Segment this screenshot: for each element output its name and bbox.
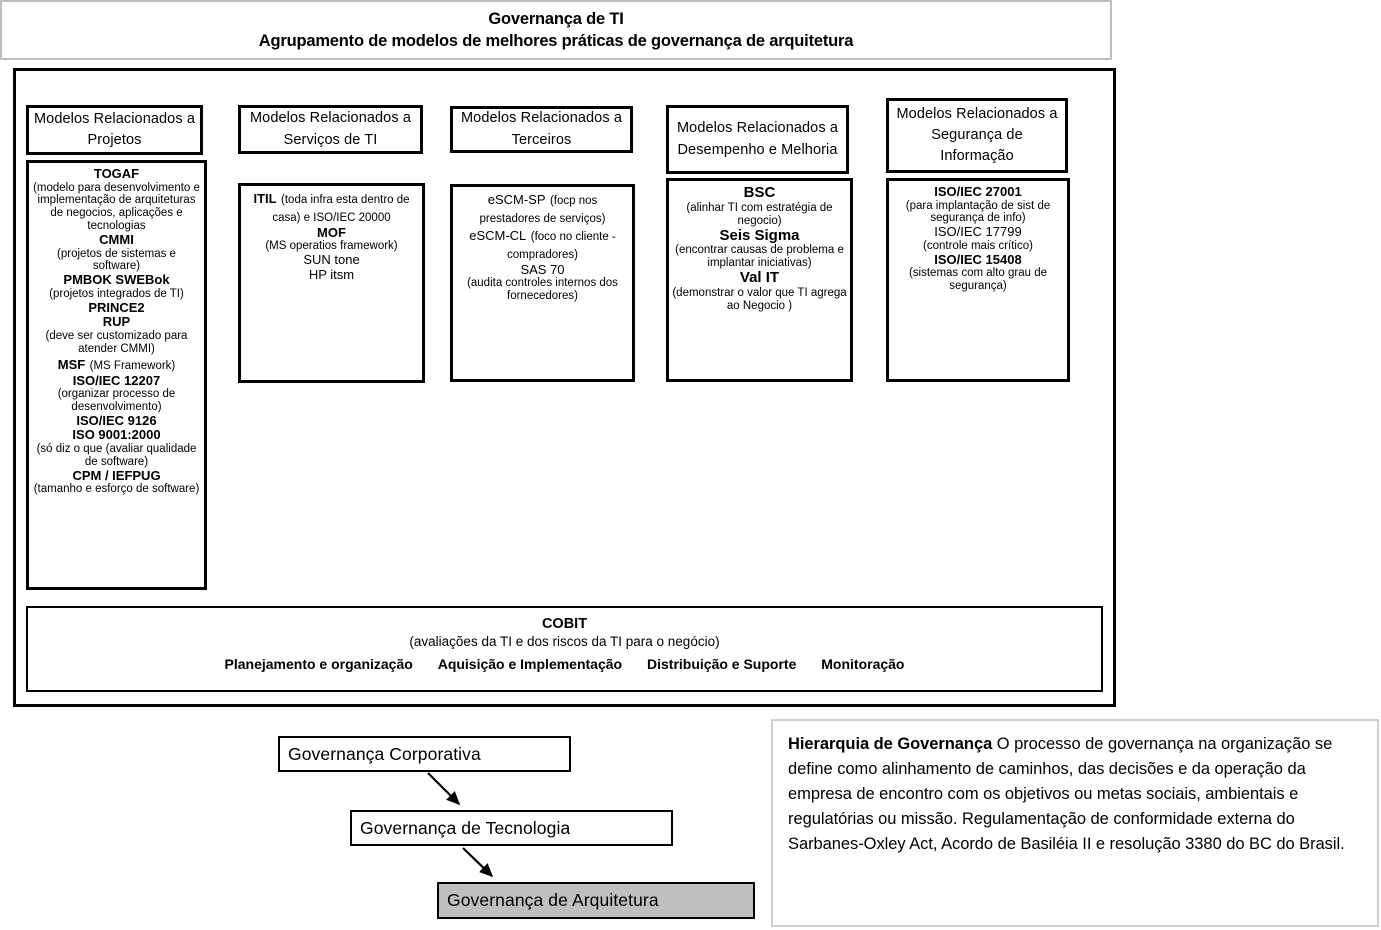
- model-desc: (modelo para desenvolvimento e implement…: [33, 181, 200, 233]
- cobit-title: COBIT: [541, 616, 588, 632]
- note-heading: Hierarquia de Governança: [788, 735, 993, 753]
- model-line-msf: MSF (MS Framework): [32, 356, 201, 374]
- model-desc: (toda infra esta dentro de casa) e ISO/I…: [272, 194, 410, 224]
- column-header-servicos-ti: Modelos Relacionados a Serviços de TI: [238, 105, 423, 154]
- model-name: ISO/IEC 27001: [934, 184, 1022, 199]
- model-name: Val IT: [739, 269, 780, 287]
- cobit-box: COBIT (avaliações da TI e dos riscos da …: [26, 606, 1103, 692]
- hierarchy-box-arquitetura: Governança de Arquitetura: [437, 882, 755, 919]
- column-body-seguranca: ISO/IEC 27001 (para implantação de sist …: [886, 178, 1070, 382]
- model-name: MSF: [57, 356, 86, 372]
- model-desc: (MS Framework): [89, 359, 176, 372]
- model-desc: (focp nos prestadores de serviços): [479, 195, 606, 225]
- model-desc: (encontrar causas de problema e implanta…: [675, 244, 844, 270]
- model-desc: (demonstrar o valor que TI agrega ao Neg…: [672, 286, 847, 312]
- model-name: TOGAF: [93, 166, 140, 181]
- model-desc: (tamanho e esforço de software): [33, 483, 200, 496]
- column-body-terceiros: eSCM-SP (focp nos prestadores de serviço…: [450, 184, 635, 382]
- cobit-domain: Aquisição e Implementação: [437, 656, 623, 672]
- cobit-domain: Monitoração: [821, 656, 905, 672]
- model-desc: (projetos de sistemas e software): [57, 247, 176, 273]
- note-body: O processo de governança na organização …: [788, 735, 1345, 854]
- column-header-seguranca: Modelos Relacionados a Segurança de Info…: [886, 98, 1068, 173]
- model-name: MOF: [317, 224, 346, 240]
- model-name: CMMI: [99, 232, 134, 248]
- model-name: ISO/IEC 15408: [934, 251, 1022, 267]
- column-body-servicos-ti: ITIL (toda infra esta dentro de casa) e …: [238, 183, 425, 383]
- model-line-escm-sp: eSCM-SP (focp nos prestadores de serviço…: [456, 191, 629, 227]
- model-name: RUP: [102, 314, 131, 330]
- column-header-projetos: Modelos Relacionados a Projetos: [26, 105, 203, 155]
- model-name: ISO/IEC 12207: [72, 372, 161, 388]
- page-title: Governança de TI: [488, 9, 624, 28]
- governance-hierarchy-note: Hierarquia de Governança O processo de g…: [771, 719, 1379, 927]
- column-body-desempenho: BSC (alinhar TI com estratégia de negoci…: [666, 178, 853, 382]
- model-desc: (controle mais crítico): [923, 239, 1033, 252]
- arrow-down-right-icon: [462, 847, 494, 878]
- model-name: PMBOK SWEBok: [63, 272, 170, 288]
- cobit-subtitle: (avaliações da TI e dos riscos da TI par…: [409, 634, 720, 649]
- model-desc: (só diz o que (avaliar qualidade de soft…: [36, 442, 197, 468]
- model-name: PRINCE2: [88, 299, 145, 315]
- model-name: BSC: [743, 184, 776, 201]
- page-title-banner: Governança de TI Agrupamento de modelos …: [0, 0, 1112, 60]
- model-name: CPM / IEFPUG: [72, 467, 161, 483]
- hierarchy-box-tecnologia: Governança de Tecnologia: [350, 810, 673, 846]
- column-header-desempenho: Modelos Relacionados a Desempenho e Melh…: [666, 105, 849, 174]
- cobit-domain: Distribuição e Suporte: [647, 656, 797, 672]
- column-body-projetos: TOGAF (modelo para desenvolvimento e imp…: [26, 160, 207, 590]
- model-line-escm-cl: eSCM-CL (foco no cliente - compradores): [456, 227, 629, 263]
- model-desc: (deve ser customizado para atender CMMI): [45, 329, 188, 355]
- model-name: eSCM-CL: [469, 227, 527, 243]
- model-desc: (audita controles internos dos fornecedo…: [467, 277, 618, 303]
- model-line-itil: ITIL (toda infra esta dentro de casa) e …: [244, 190, 419, 226]
- model-name: Seis Sigma: [719, 226, 800, 244]
- column-header-terceiros: Modelos Relacionados a Terceiros: [450, 106, 633, 153]
- page-subtitle: Agrupamento de modelos de melhores práti…: [258, 31, 854, 50]
- model-name: eSCM-SP: [487, 192, 546, 207]
- model-name: ISO 9001:2000: [72, 427, 161, 443]
- model-name: SUN tone: [303, 252, 360, 268]
- model-name: SAS 70: [520, 261, 565, 277]
- arrow-down-right-icon: [427, 772, 461, 806]
- model-name: ISO/IEC 9126: [76, 412, 157, 428]
- model-desc: (MS operatios framework): [265, 240, 398, 253]
- model-desc: (organizar processo de desenvolvimento): [57, 388, 176, 413]
- model-desc: (alinhar TI com estratégia de negocio): [686, 201, 833, 227]
- model-name: HP itsm: [308, 266, 355, 282]
- model-name: ITIL: [253, 191, 277, 206]
- model-desc: (para implantação de sist de segurança d…: [905, 199, 1051, 225]
- hierarchy-box-corporativa: Governança Corporativa: [278, 736, 571, 772]
- model-desc: (sistemas com alto grau de segurança): [908, 267, 1048, 293]
- model-desc: (projetos integrados de TI): [49, 287, 184, 300]
- cobit-domains: Planejamento e organização Aquisição e I…: [28, 656, 1101, 672]
- cobit-domain: Planejamento e organização: [224, 656, 413, 672]
- model-name: ISO/IEC 17799: [934, 224, 1022, 240]
- model-desc: (foco no cliente - compradores): [507, 230, 616, 261]
